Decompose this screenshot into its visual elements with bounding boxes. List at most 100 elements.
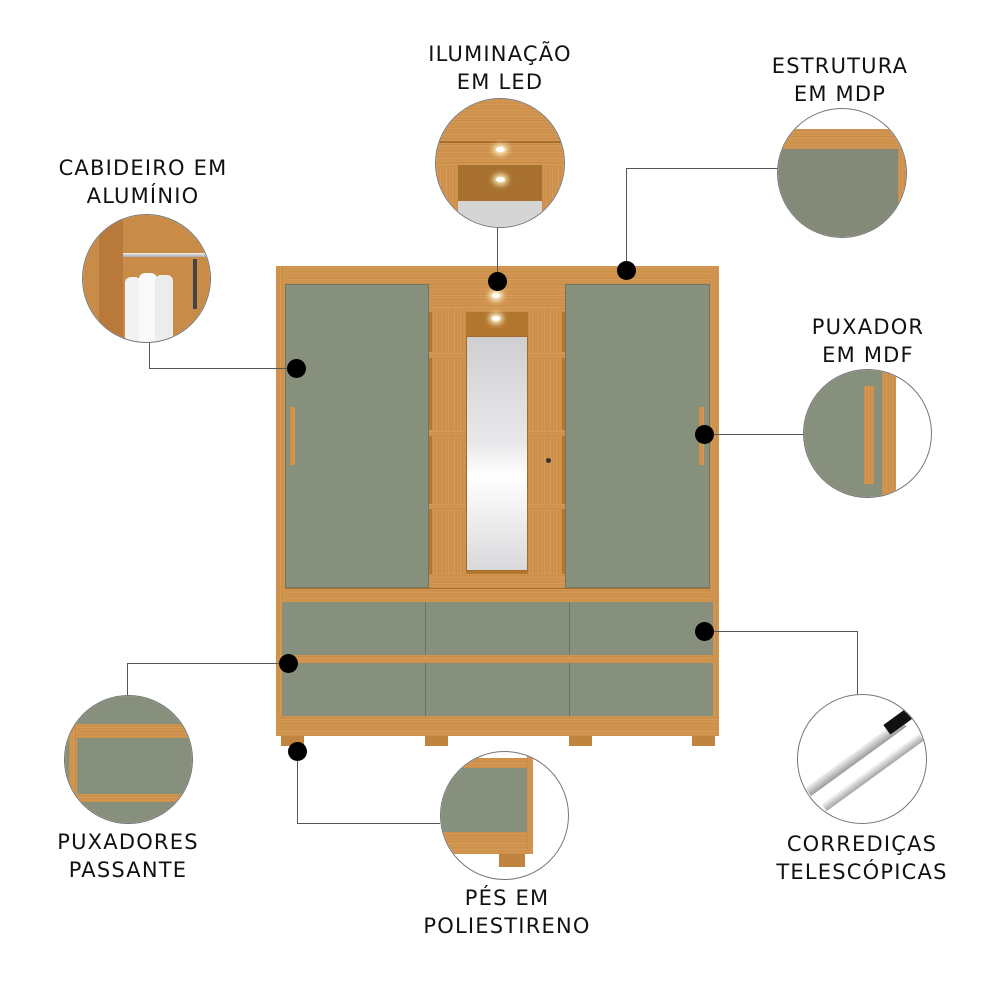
right-shelf-column <box>528 308 562 574</box>
shirt-3-icon <box>155 275 173 342</box>
label-drawer-handles-line2: PASSANTE <box>68 858 188 882</box>
led-detail-wood <box>436 99 564 169</box>
shelf-l2 <box>429 430 467 436</box>
detail-circle-slides <box>797 694 927 824</box>
drawer-2-3[interactable] <box>570 663 713 716</box>
label-led: ILUMINAÇÃO EM LED <box>400 40 600 96</box>
connector-hanger-v <box>149 340 150 368</box>
label-hanger-line1: CABIDEIRO EM <box>58 156 228 180</box>
hotspot-feet[interactable] <box>288 742 307 761</box>
left-shelf-column <box>432 308 466 574</box>
label-hanger: CABIDEIRO EM ALUMÍNIO <box>28 154 258 210</box>
wardrobe-base <box>276 716 719 736</box>
led-light-1 <box>492 293 500 298</box>
detail-circle-hanger <box>82 214 211 343</box>
label-feet: PÉS EM POLIESTIRENO <box>397 884 617 940</box>
feet-detail-panel <box>441 768 527 832</box>
shelf-l3 <box>429 504 467 509</box>
drawer-1-2[interactable] <box>426 602 570 655</box>
led-detail-left-side <box>436 165 458 227</box>
connector-led <box>497 226 498 276</box>
handle-detail-edge <box>882 370 896 497</box>
hotspot-structure[interactable] <box>617 261 636 280</box>
feet-detail-rail <box>461 758 529 768</box>
connector-slides-h <box>705 631 858 632</box>
foot-4 <box>692 736 715 746</box>
connector-structure-h <box>626 168 778 169</box>
wardrobe-right-side <box>710 266 719 736</box>
hanger-detail-side <box>99 215 123 342</box>
shelf-r1 <box>527 352 565 358</box>
led-spot-1 <box>496 147 505 152</box>
center-mirror <box>466 336 528 571</box>
connector-pull-h <box>127 663 288 664</box>
drawer-top-rail <box>285 588 710 603</box>
detail-circle-handle <box>803 369 932 498</box>
wardrobe <box>276 266 719 736</box>
drawer-2-2[interactable] <box>426 663 570 716</box>
hanger-dark-icon <box>193 259 197 309</box>
foot-2 <box>425 736 448 746</box>
connector-hanger-h <box>149 368 295 369</box>
hotspot-pull[interactable] <box>279 654 298 673</box>
structure-detail-wood <box>778 129 906 149</box>
lock-icon <box>546 458 551 463</box>
led-detail-niche <box>458 165 542 201</box>
hotspot-handle[interactable] <box>695 425 714 444</box>
label-hanger-line2: ALUMÍNIO <box>86 184 200 208</box>
led-detail-edge <box>436 141 564 143</box>
label-handle-line2: EM MDF <box>822 343 914 367</box>
connector-feet-h <box>297 823 440 824</box>
detail-circle-structure <box>777 108 907 238</box>
connector-pull-v <box>127 663 128 696</box>
label-slides-line1: CORREDIÇAS <box>786 832 938 856</box>
detail-circle-pull <box>64 695 193 824</box>
feet-detail-side <box>527 752 533 854</box>
shirt-2-icon <box>139 273 157 342</box>
structure-detail-side <box>898 149 906 237</box>
feet-detail-foot <box>499 854 525 867</box>
label-slides: CORREDIÇAS TELESCÓPICAS <box>752 830 972 886</box>
label-feet-line1: PÉS EM <box>464 886 550 910</box>
connector-feet-v <box>297 752 298 824</box>
led-spot-2 <box>496 177 505 182</box>
left-door-handle[interactable] <box>290 407 295 465</box>
connector-slides-v <box>857 631 858 694</box>
hotspot-hanger[interactable] <box>287 359 306 378</box>
hotspot-slides[interactable] <box>695 622 714 641</box>
drawer-pull-rail[interactable] <box>285 655 710 663</box>
shelf-r3 <box>527 504 565 509</box>
label-structure: ESTRUTURA EM MDP <box>740 52 940 108</box>
drawer-1-3[interactable] <box>570 602 713 655</box>
label-slides-line2: TELESCÓPICAS <box>776 860 948 884</box>
led-detail-right-side <box>542 165 564 227</box>
detail-circle-led <box>435 98 565 228</box>
right-sliding-door[interactable] <box>565 284 710 588</box>
label-feet-line2: POLIESTIRENO <box>423 914 591 938</box>
foot-3 <box>569 736 592 746</box>
connector-structure-v <box>626 168 627 270</box>
label-led-line1: ILUMINAÇÃO <box>428 42 572 66</box>
wardrobe-left-side <box>276 266 285 736</box>
shelf-r2 <box>527 430 565 436</box>
shelf-l1 <box>429 352 467 358</box>
niche-bottom <box>429 574 565 588</box>
led-detail-mirror <box>458 201 542 227</box>
pull-detail-panel <box>65 696 192 823</box>
led-light-2 <box>492 316 500 321</box>
label-drawer-handles: PUXADORES PASSANTE <box>28 828 228 884</box>
hotspot-led[interactable] <box>488 272 507 291</box>
pull-detail-rail-bottom <box>73 794 192 802</box>
foot-1 <box>281 736 304 746</box>
structure-detail-panel <box>778 149 898 237</box>
drawer-2-1[interactable] <box>282 663 426 716</box>
pull-detail-side <box>69 724 77 823</box>
label-structure-line1: ESTRUTURA <box>771 54 909 78</box>
label-led-line2: EM LED <box>456 70 544 94</box>
feet-detail-base <box>441 832 527 854</box>
label-handle-line1: PUXADOR <box>811 315 925 339</box>
connector-handle <box>705 434 805 435</box>
left-sliding-door[interactable] <box>285 284 429 588</box>
drawer-1-1[interactable] <box>282 602 426 655</box>
label-structure-line2: EM MDP <box>793 82 887 106</box>
